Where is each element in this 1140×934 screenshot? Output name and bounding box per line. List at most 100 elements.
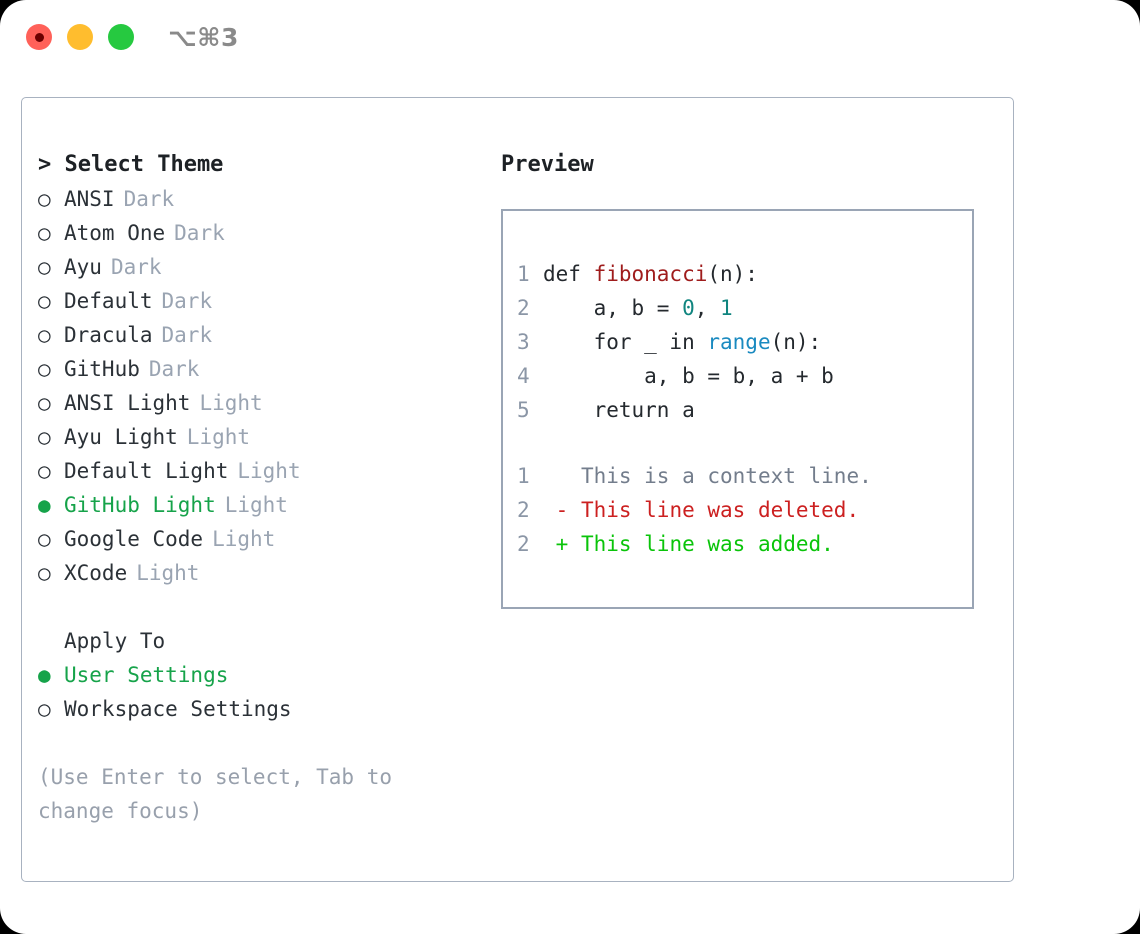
radio-unselected-icon: ○ [38,561,51,585]
theme-option-tag: Light [136,561,200,585]
line-number: 2 [517,532,530,556]
theme-option-label: Default [64,289,153,313]
apply-to-list[interactable]: ● User Settings ○ Workspace Settings [38,658,468,726]
line-number: 1 [517,262,530,286]
radio-unselected-icon: ○ [38,289,51,313]
line-number: 1 [517,464,530,488]
code-token: a, b = b, a + b [543,364,834,388]
select-theme-heading: > Select Theme [38,152,224,177]
theme-option-tag: Light [237,459,301,483]
radio-unselected-icon: ○ [38,221,51,245]
theme-option-label: Atom One [64,221,166,245]
line-number: 2 [517,498,530,522]
keyboard-hint-text: (Use Enter to select, Tab to change focu… [38,765,405,823]
theme-option-label: Ayu [64,255,102,279]
code-token: return a [543,398,695,422]
line-number: 5 [517,398,530,422]
theme-option-tag: Light [224,493,288,517]
diff-marker: + [543,532,569,556]
apply-to-option[interactable]: ● User Settings [38,658,468,692]
theme-option[interactable]: ○ Default Dark [38,284,468,318]
theme-option-label: GitHub [64,357,140,381]
theme-option-label: Ayu Light [64,425,178,449]
title-bar: ⌥⌘3 [0,0,1140,78]
theme-option[interactable]: ○ XCode Light [38,556,468,590]
theme-option-label: Default Light [64,459,229,483]
radio-unselected-icon: ○ [38,425,51,449]
code-token: for _ in [543,330,708,354]
zoom-button[interactable] [108,24,134,50]
theme-option-tag: Light [212,527,276,551]
diff-text: This is a context line. [568,464,872,488]
code-line: 3 for _ in range(n): [517,325,966,359]
code-token: 1 [720,296,733,320]
theme-option-tag: Dark [148,357,200,381]
theme-option[interactable]: ○ Atom One Dark [38,216,468,250]
theme-option-tag: Light [186,425,251,449]
diff-marker [543,464,568,488]
code-token: a, b = [543,296,683,320]
diff-text: This line was deleted. [568,498,860,522]
code-token: (n): [770,330,822,354]
theme-option[interactable]: ○ Ayu Light Light [38,420,468,454]
theme-option[interactable]: ○ Ayu Dark [38,250,468,284]
diff-line: 1 This is a context line. [517,459,966,493]
code-line: 4 a, b = b, a + b [517,359,966,393]
code-token: range [707,330,771,354]
theme-option-label: XCode [64,561,128,585]
theme-option[interactable]: ○ Default Light Light [38,454,468,488]
line-number: 2 [517,296,530,320]
apply-to-option-label: User Settings [64,663,229,687]
radio-unselected-icon: ○ [38,527,51,551]
theme-option-label: GitHub Light [64,493,216,517]
preview-heading: Preview [501,152,594,177]
theme-option-tag: Light [199,391,263,415]
minimize-button[interactable] [67,24,93,50]
theme-option-tag: Dark [110,255,162,279]
theme-option[interactable]: ○ ANSI Dark [38,182,468,216]
diff-sample: 1 This is a context line.2 - This line w… [517,459,966,561]
diff-text: This line was added. [568,532,834,556]
keyboard-shortcut-label: ⌥⌘3 [168,23,239,52]
line-number: 4 [517,364,530,388]
apply-to-option-label: Workspace Settings [64,697,292,721]
theme-option-tag: Dark [174,221,225,245]
theme-option-tag: Dark [123,187,175,211]
apply-to-heading-label: Apply To [64,629,166,653]
apply-to-option[interactable]: ○ Workspace Settings [38,692,468,726]
theme-option-label: ANSI [64,187,115,211]
theme-option[interactable]: ● GitHub Light Light [38,488,468,522]
code-token: , [694,296,721,320]
radio-unselected-icon: ○ [38,459,51,483]
radio-unselected-icon: ○ [38,323,51,347]
radio-unselected-icon: ○ [38,255,51,279]
apply-to-heading-spacer: ○ [38,624,64,658]
code-token: 0 [682,296,695,320]
radio-unselected-icon: ○ [38,187,51,211]
radio-unselected-icon: ○ [38,697,51,721]
theme-option-tag: Dark [161,289,213,313]
line-number: 3 [517,330,530,354]
window-controls [26,24,134,50]
radio-unselected-icon: ○ [38,391,51,415]
code-line: 2 a, b = 0, 1 [517,291,966,325]
theme-option[interactable]: ○ Google Code Light [38,522,468,556]
radio-selected-icon: ● [38,663,51,687]
theme-option-tag: Dark [161,323,213,347]
diff-line: 2 - This line was deleted. [517,493,966,527]
theme-option-label: Google Code [64,527,204,551]
radio-selected-icon: ● [38,493,51,517]
close-button[interactable] [26,24,52,50]
code-line: 5 return a [517,393,966,427]
code-token: def [543,262,594,286]
